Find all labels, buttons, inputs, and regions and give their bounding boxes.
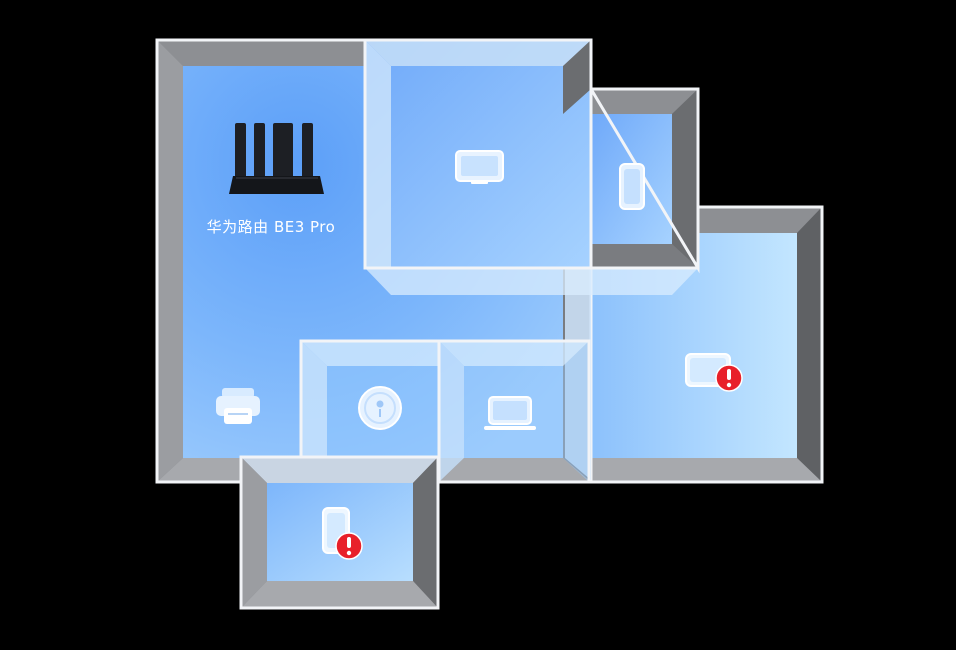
laptop-icon[interactable] — [484, 396, 536, 430]
tv-icon[interactable] — [455, 150, 504, 184]
phone-side-room-icon[interactable] — [619, 163, 645, 210]
router-label: 华为路由 BE3 Pro — [206, 218, 336, 236]
robot-vacuum-icon[interactable] — [358, 386, 402, 430]
printer-icon[interactable] — [216, 388, 260, 424]
room-top[interactable] — [363, 38, 698, 295]
warning-badge-right-room — [715, 364, 743, 392]
room-bottom[interactable] — [239, 455, 440, 610]
router-icon[interactable] — [229, 123, 324, 194]
warning-badge-bottom-room — [335, 532, 363, 560]
